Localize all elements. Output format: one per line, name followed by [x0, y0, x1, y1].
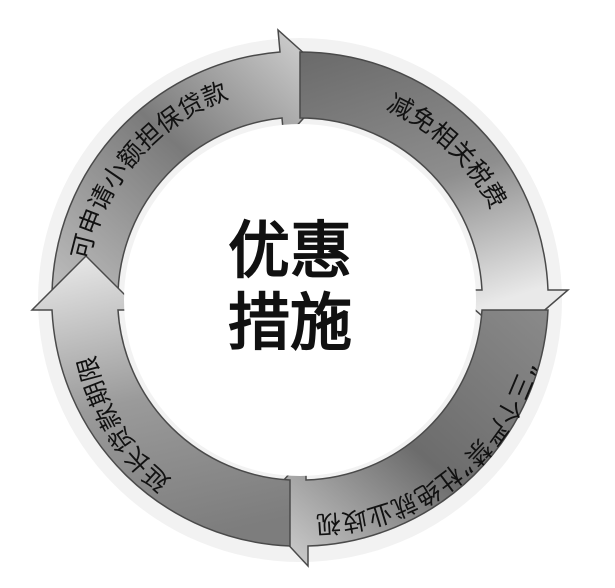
center-title: 优惠 措施 [180, 215, 400, 359]
segment-bottom-left-arrow [30, 254, 291, 547]
segment-top-right-arrow [299, 51, 571, 341]
center-disc [124, 124, 476, 476]
center-title-line-2: 措施 [227, 286, 352, 359]
segment-bottom-right-arrow [254, 309, 549, 568]
segment-top-left-arrow [51, 28, 338, 293]
center-title-line-1: 优惠 [227, 214, 352, 287]
